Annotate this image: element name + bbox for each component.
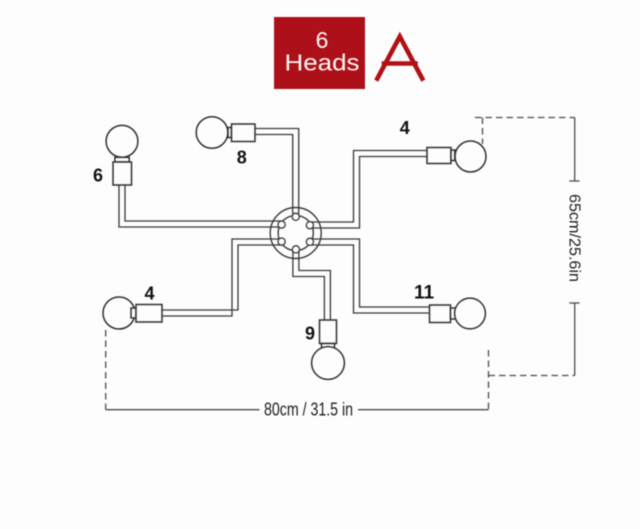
svg-text:8: 8	[237, 148, 247, 168]
svg-text:4: 4	[144, 283, 154, 303]
svg-text:11: 11	[414, 283, 435, 304]
svg-text:9: 9	[305, 324, 315, 344]
svg-text:Heads: Heads	[285, 50, 360, 76]
svg-text:6: 6	[316, 27, 329, 53]
svg-text:65cm/25.6in: 65cm/25.6in	[565, 194, 582, 282]
svg-text:4: 4	[400, 118, 410, 138]
svg-text:6: 6	[93, 166, 103, 186]
svg-text:80cm / 31.5 in: 80cm / 31.5 in	[264, 400, 353, 420]
